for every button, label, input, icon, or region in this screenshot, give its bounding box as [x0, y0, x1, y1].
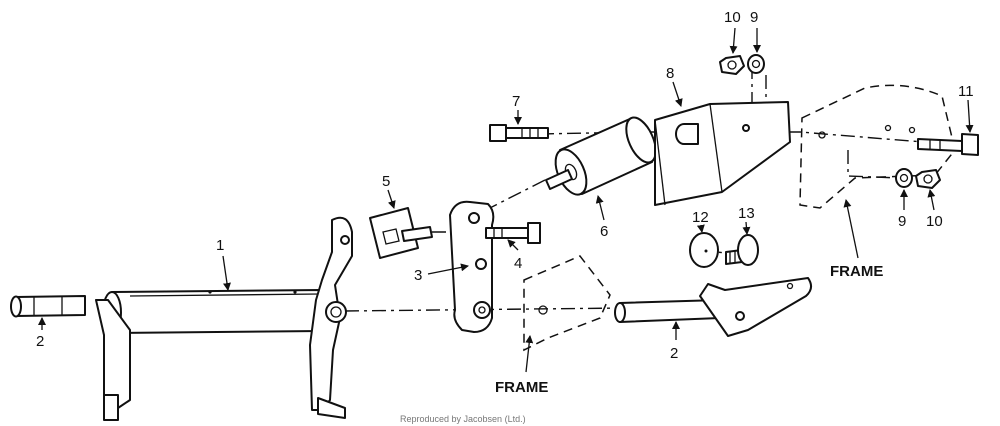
part-7-bolt — [489, 124, 549, 142]
callout-4: 4 — [514, 255, 522, 272]
leader-lines — [38, 27, 974, 373]
part-10-nut-top — [719, 55, 745, 75]
callout-8: 8 — [666, 65, 674, 82]
part-4-bolt — [485, 222, 541, 244]
callout-10-bottom: 10 — [926, 213, 943, 230]
left-frame-outline — [523, 255, 611, 352]
callout-2-left: 2 — [36, 333, 44, 350]
callout-6: 6 — [600, 223, 608, 240]
left-arm-bracket — [95, 216, 353, 421]
callout-9-bottom: 9 — [898, 213, 906, 230]
part-9-washer-bottom — [895, 168, 913, 188]
part-1-shaft — [102, 289, 323, 334]
callout-5: 5 — [382, 173, 390, 190]
callout-3: 3 — [414, 267, 422, 284]
part-13-knob — [725, 234, 759, 266]
footer-caption: Reproduced by Jacobsen (Ltd.) — [400, 414, 526, 424]
part-11-bolt — [917, 133, 979, 156]
part-2-right-arm — [614, 277, 812, 337]
part-10-nut-bottom — [915, 169, 941, 189]
callout-10-top: 10 — [724, 9, 741, 26]
part-12-washer — [689, 232, 719, 268]
callout-1: 1 — [216, 237, 224, 254]
callout-13: 13 — [738, 205, 755, 222]
part-5-plate — [369, 207, 433, 259]
right-frame-outline — [799, 84, 956, 209]
part-2-left-pin — [10, 295, 86, 318]
part-3-link — [449, 200, 495, 333]
callout-9-top: 9 — [750, 9, 758, 26]
frame-label-right: FRAME — [830, 263, 883, 280]
callout-2-right: 2 — [670, 345, 678, 362]
frame-label-left: FRAME — [495, 379, 548, 396]
callout-7: 7 — [512, 93, 520, 110]
callout-numbers: 2 1 2 3 4 5 6 7 8 9 9 10 10 11 12 13 — [36, 9, 974, 362]
part-8-bracket — [654, 101, 791, 206]
callout-12: 12 — [692, 209, 709, 226]
callout-11: 11 — [958, 83, 974, 100]
part-6-cylinder — [545, 116, 657, 196]
part-9-washer-top — [747, 54, 765, 74]
